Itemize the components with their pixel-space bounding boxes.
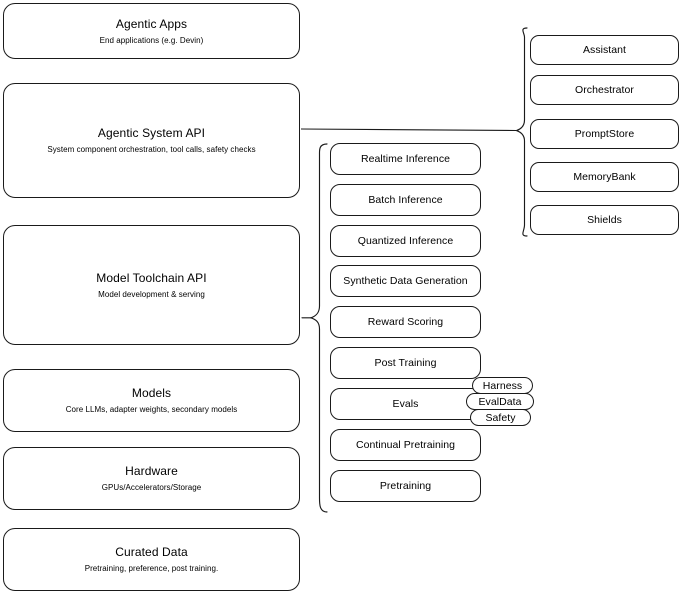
component-label: MemoryBank <box>573 171 636 183</box>
layer-subtitle: Model development & serving <box>98 289 205 299</box>
eval-tag-safety[interactable]: Safety <box>470 409 531 426</box>
eval-tag-label: Harness <box>482 379 523 392</box>
capability-label: Evals <box>392 398 419 410</box>
system-components-brace <box>514 27 528 237</box>
layer-title: Hardware <box>125 464 178 478</box>
capability-label: Synthetic Data Generation <box>343 275 468 287</box>
layer-subtitle: Pretraining, preference, post training. <box>84 564 219 573</box>
capability-label: Continual Pretraining <box>355 439 456 451</box>
layer-title: Agentic System API <box>97 126 206 140</box>
component-assistant[interactable]: Assistant <box>530 35 679 65</box>
layer-hardware[interactable]: Hardware GPUs/Accelerators/Storage <box>3 447 300 510</box>
layer-subtitle: GPUs/Accelerators/Storage <box>101 483 202 492</box>
capability-reward-scoring[interactable]: Reward Scoring <box>330 306 481 338</box>
capability-label: Pretraining <box>379 480 432 492</box>
layer-title: Model Toolchain API <box>96 270 207 285</box>
layer-title: Curated Data <box>115 545 188 559</box>
component-label: PromptStore <box>574 128 635 140</box>
capability-label: Quantized Inference <box>357 235 454 247</box>
layer-title: Agentic Apps <box>115 16 188 31</box>
component-orchestrator[interactable]: Orchestrator <box>530 75 679 105</box>
system-api-to-components-line <box>300 128 517 132</box>
layer-models[interactable]: Models Core LLMs, adapter weights, secon… <box>3 369 300 432</box>
capability-evals[interactable]: Evals <box>330 388 481 420</box>
capability-continual-pretraining[interactable]: Continual Pretraining <box>330 429 481 461</box>
component-label: Shields <box>587 214 622 226</box>
layer-agentic-system-api[interactable]: Agentic System API System component orch… <box>3 83 300 198</box>
component-promptstore[interactable]: PromptStore <box>530 119 679 149</box>
component-shields[interactable]: Shields <box>530 205 679 235</box>
layer-title: Models <box>131 386 172 400</box>
capability-label: Batch Inference <box>368 194 443 206</box>
capability-pretraining[interactable]: Pretraining <box>330 470 481 502</box>
layer-subtitle: Core LLMs, adapter weights, secondary mo… <box>65 405 238 414</box>
eval-tag-harness[interactable]: Harness <box>472 377 533 394</box>
capability-label: Realtime Inference <box>360 153 451 165</box>
layer-curated-data[interactable]: Curated Data Pretraining, preference, po… <box>3 528 300 591</box>
layer-agentic-apps[interactable]: Agentic Apps End applications (e.g. Devi… <box>3 3 300 59</box>
capability-label: Reward Scoring <box>367 316 444 328</box>
capability-realtime-inference[interactable]: Realtime Inference <box>330 143 481 175</box>
capability-batch-inference[interactable]: Batch Inference <box>330 184 481 216</box>
capability-synthetic-data-generation[interactable]: Synthetic Data Generation <box>330 265 481 297</box>
layer-subtitle: System component orchestration, tool cal… <box>47 145 256 154</box>
layer-subtitle: End applications (e.g. Devin) <box>99 35 204 45</box>
capability-quantized-inference[interactable]: Quantized Inference <box>330 225 481 257</box>
component-label: Assistant <box>582 44 627 56</box>
eval-tag-label: Safety <box>485 411 516 424</box>
toolchain-capabilities-brace <box>309 143 328 513</box>
eval-tag-evaldata[interactable]: EvalData <box>466 393 534 410</box>
capability-label: Post Training <box>374 357 437 369</box>
layer-model-toolchain-api[interactable]: Model Toolchain API Model development & … <box>3 225 300 345</box>
component-label: Orchestrator <box>575 84 634 96</box>
component-memorybank[interactable]: MemoryBank <box>530 162 679 192</box>
capability-post-training[interactable]: Post Training <box>330 347 481 379</box>
eval-tag-label: EvalData <box>478 395 522 408</box>
